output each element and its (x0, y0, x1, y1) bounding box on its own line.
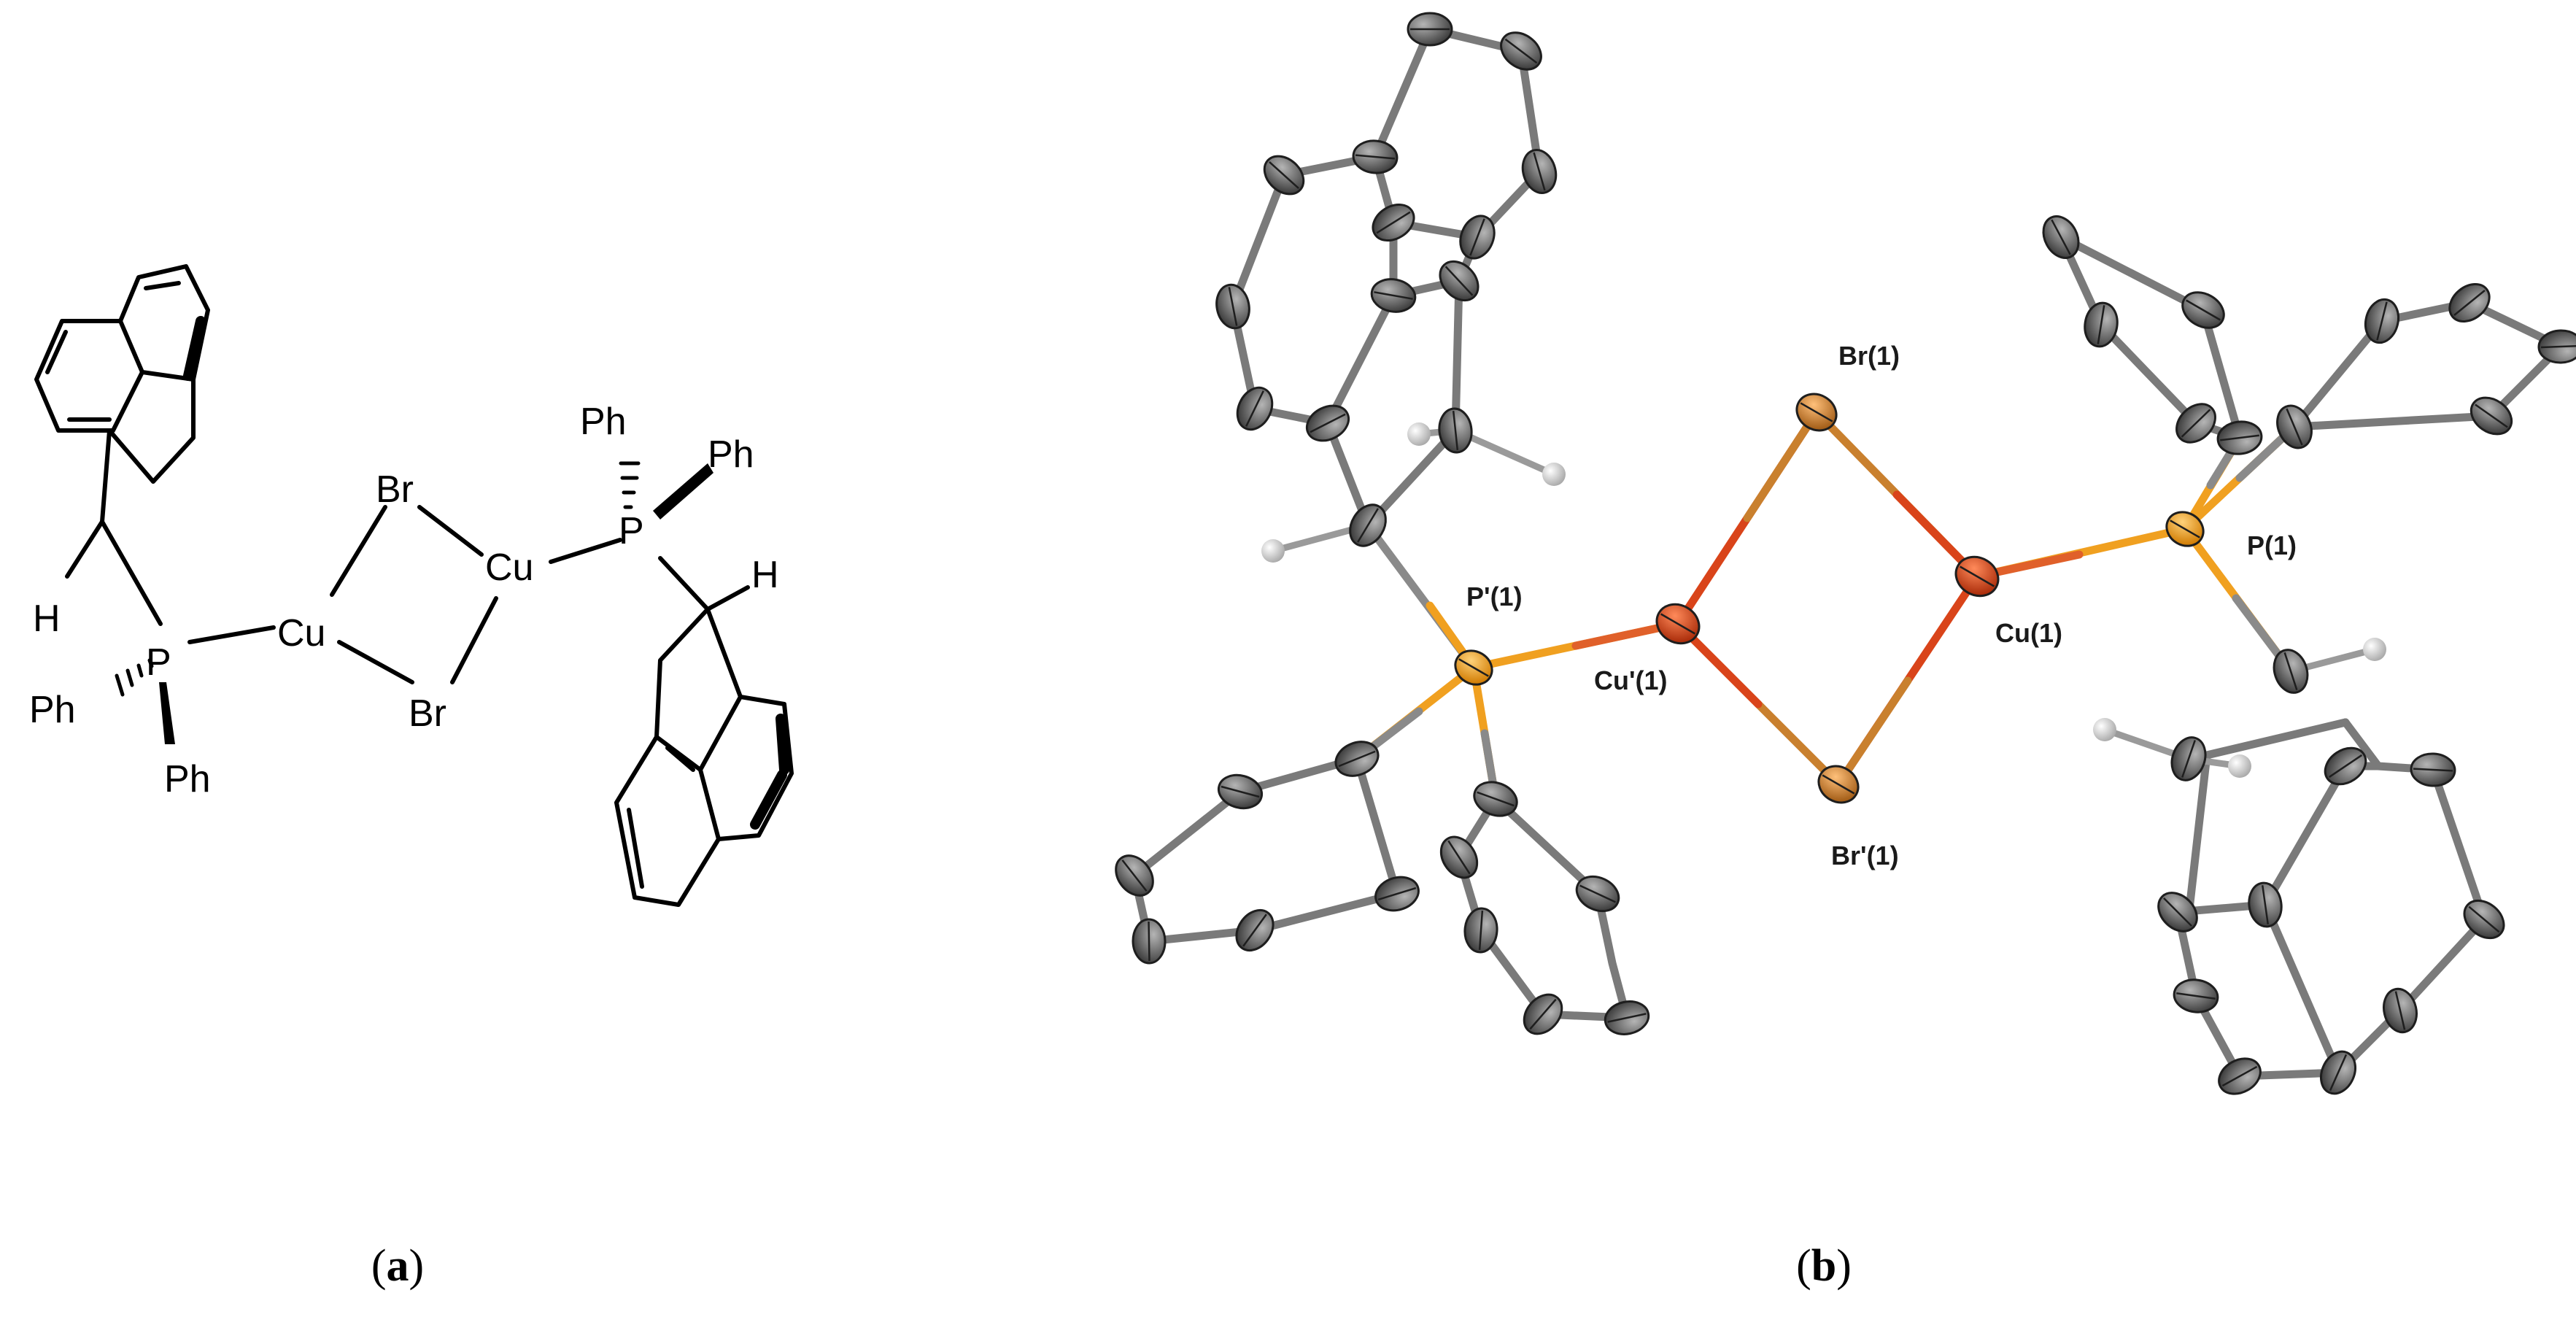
right-acenaphthyl-group (614, 607, 794, 907)
carbon-atom-axis (1477, 791, 1515, 807)
atom-ph-right-b: Ph (708, 433, 754, 476)
carbon-atom-axis (2329, 1054, 2348, 1092)
carbon-atom-axis (1469, 218, 1485, 256)
carbon-atom-axis (1148, 921, 1150, 962)
carbon-atom-axis (1245, 390, 1264, 427)
carbon-atom-axis (2283, 652, 2298, 691)
atom-p-right: P (619, 510, 644, 552)
carbon-atom-axis (1355, 154, 1396, 160)
panel-b-labels: Br(1) Br'(1) Cu(1) Cu'(1) P(1) P'(1) (1466, 341, 2297, 870)
carbon-atom-axis (2468, 905, 2500, 933)
atom-h-right: H (751, 554, 779, 596)
copper-atom-cu1-prime-axis (1660, 613, 1696, 635)
phosphorus-bonds (1353, 422, 2299, 803)
carbon-atom-axis (2286, 408, 2303, 446)
label-br1-prime: Br'(1) (1831, 841, 1899, 870)
bromine-atom-br1-prime-axis (1822, 774, 1855, 795)
atom-h-left: H (33, 598, 61, 640)
carbon-atom-axis (2176, 992, 2216, 1000)
carbon-atom-axis (2051, 219, 2071, 255)
carbon-atom-axis (1452, 411, 1459, 450)
hydrogen-atom (2363, 638, 2386, 661)
carbon-atom-axis (1374, 291, 1413, 300)
bromine-atom-br1-axis (1800, 402, 1833, 422)
carbon-atom-axis (1504, 38, 1538, 64)
carbon-atom-axis (1607, 1013, 1647, 1023)
atom-ph-right-a: Ph (580, 401, 627, 443)
atom-p-left: P (146, 641, 171, 684)
carbon-atom-axis (1579, 884, 1616, 903)
carbon-atom-axis (2181, 740, 2196, 778)
carbon-atom-axis (1228, 287, 1238, 326)
hydrogen-atom (1542, 463, 1566, 486)
carbon-atom-axis (1529, 998, 1557, 1030)
copper-atom-cu1-axis (1959, 565, 1995, 587)
label-cu1-prime: Cu'(1) (1594, 665, 1668, 695)
carbon-atom-axis (2262, 885, 2269, 924)
carbon-atom-axis (1377, 887, 1417, 901)
carbon-atom-axis (2453, 290, 2486, 316)
carbon-bonds (1129, 25, 2568, 1081)
carbon-atom-axis (2394, 991, 2406, 1030)
carbon-atom-axis (1478, 910, 1484, 951)
atom-br-bottom: Br (409, 692, 446, 735)
atom-ph-left-a: Ph (29, 689, 76, 731)
carbon-atom-axis (2328, 754, 2363, 779)
label-cu1: Cu(1) (1995, 618, 2062, 648)
atom-cu-left: Cu (277, 612, 325, 654)
carbon-atom-axis (1242, 914, 1267, 947)
carbon-atom-axis (2475, 403, 2508, 428)
left-acenaphthyl-group (34, 264, 210, 626)
panel-b-crystal-structure (1115, 12, 2576, 1095)
hydrogen-atom (2228, 754, 2251, 778)
carbon-atom-axis (1357, 508, 1379, 543)
carbon-atom-axis (1444, 266, 1474, 296)
cu-br-bonds (1674, 408, 1981, 789)
carbon-atom-axis (1221, 785, 1260, 798)
hydrogen-atom (1261, 539, 1285, 563)
carbon-atom-axis (1376, 211, 1411, 234)
carbon-atom-axis (1121, 859, 1148, 892)
panel-b-caption: (b) (1796, 1241, 1852, 1291)
carbon-atom-axis (2181, 409, 2211, 438)
hydrogen-atom (2093, 718, 2116, 741)
carbon-atom-axis (1533, 152, 1546, 191)
carbon-atom-axis (2185, 299, 2221, 321)
label-p1: P(1) (2247, 530, 2297, 560)
carbon-atom-axis (2163, 897, 2192, 927)
carbon-atom-axis (2540, 344, 2576, 349)
atom-cu-right: Cu (485, 547, 533, 589)
carbon-atom-axis (2221, 1065, 2258, 1087)
carbon-atom-axis (1447, 840, 1471, 875)
carbon-atom-axis (2413, 768, 2453, 772)
hydrogen-atom (1407, 422, 1431, 446)
label-br1: Br(1) (1838, 341, 1900, 371)
phosphorus-atom-p1-axis (2170, 520, 2200, 538)
label-p1-prime: P'(1) (1466, 582, 1523, 611)
phosphorus-atom-p1-prime-axis (1458, 658, 1489, 677)
carbon-atom-axis (1338, 750, 1376, 768)
panel-a-structure (34, 264, 794, 907)
carbon-atom-axis (1310, 413, 1346, 433)
atom-ph-left-b: Ph (164, 758, 211, 800)
atom-br-top: Br (376, 468, 414, 511)
carbon-atom-axis (2376, 301, 2388, 341)
hashed-wedge-left (115, 658, 154, 697)
panel-a-labels: Br Br Cu Cu P P H H Ph Ph Ph Ph (29, 401, 779, 800)
carbon-atom-axis (1269, 161, 1299, 189)
carbon-atom-axis (2097, 305, 2105, 344)
panel-a-caption: (a) (371, 1241, 424, 1291)
carbon-atom-axis (2220, 434, 2259, 441)
atom-ellipsoids (1115, 12, 2576, 1095)
hashed-wedge-right (619, 461, 641, 509)
